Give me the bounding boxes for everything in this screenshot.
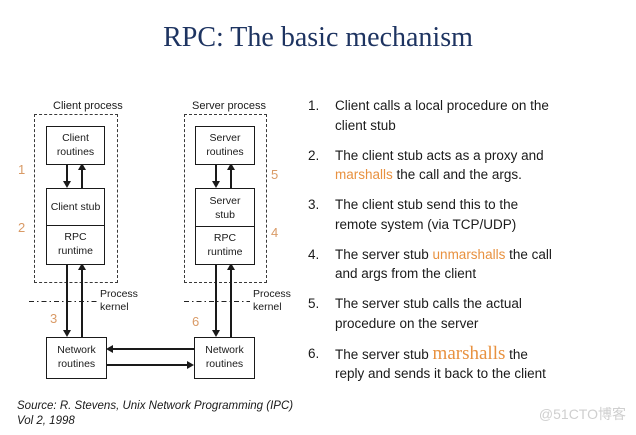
step-text-pre: The server stub calls the actual procedu… [335,296,522,331]
step-text: Client calls a local procedure on the cl… [335,96,608,135]
step-number: 5. [308,296,320,311]
client-stub-box: Client stub [46,188,105,228]
arrowhead-down-icon [212,330,220,337]
page-title: RPC: The basic mechanism [163,22,473,53]
steps-list: 1. Client calls a local procedure on the… [308,96,608,394]
arrowhead-left-icon [106,345,113,353]
server-stub-box: Server stub [195,188,255,229]
step-text: The client stub acts as a proxy and mars… [335,146,608,185]
network-routines-right-box: Network routines [194,337,255,379]
step-marker-3: 3 [50,311,58,326]
step-number: 2. [308,147,320,163]
arrowhead-up-icon [78,163,86,170]
arrow-client-send-line [66,263,68,331]
client-process-label: Client process [51,100,125,112]
arrow-server-dispatch-line [215,164,217,182]
arrow-network-request-line [106,364,188,366]
step-text-post: the call and the args. [392,167,522,182]
arrow-network-reply-line [112,348,194,350]
step-number: 4. [308,246,320,262]
server-routines-box: Server routines [195,126,255,165]
source-line-1: Source: R. Stevens, Unix Network Program… [17,400,294,412]
step-text: The server stub calls the actual procedu… [335,294,608,333]
server-process-boundary [184,114,267,283]
arrowhead-down-icon [63,181,71,188]
arrowhead-down-icon [63,330,71,337]
step-text-pre: Client calls a local procedure on the cl… [335,98,549,133]
source-line-2: Vol 2, 1998 [17,414,75,427]
step-text-highlight: unmarshalls [432,246,506,262]
step-text-highlight: marshalls [432,342,506,364]
arrowhead-up-icon [227,163,235,170]
step-marker-2: 2 [18,220,26,235]
arrow-server-send-line [215,263,217,331]
process-kernel-label-right: Process kernel [253,288,291,313]
client-rpc-runtime-box: RPC runtime [46,225,105,265]
process-kernel-divider-left [29,301,97,303]
step-text-pre: The server stub [335,246,433,262]
arrowhead-right-icon [187,361,194,369]
step-text-post: the call and args from the client [335,246,552,282]
step-number: 6. [308,345,320,361]
process-kernel-divider-right [184,301,250,303]
step-item-5: 5. The server stub calls the actual proc… [308,294,608,333]
step-text-pre: The client stub acts as a proxy and [335,147,544,163]
client-routines-box: Client routines [46,126,105,165]
step-item-1: 1. Client calls a local procedure on the… [308,96,608,135]
step-marker-4: 4 [271,225,279,240]
arrow-client-call-line [66,164,68,182]
source-citation: Source: R. Stevens, Unix Network Program… [17,399,293,428]
step-item-2: 2. The client stub acts as a proxy and m… [308,146,608,185]
arrowhead-up-icon [78,263,86,270]
step-text: The server stub unmarshalls the call and… [335,245,608,284]
network-routines-left-box: Network routines [46,337,107,379]
arrow-client-receive-line [81,269,83,337]
process-kernel-label-left: Process kernel [100,288,138,313]
step-marker-6: 6 [192,314,200,329]
step-text: The client stub send this to the remote … [335,195,608,234]
arrow-server-receive-line [230,269,232,337]
watermark-51cto: @51CTO博客 [538,406,626,422]
step-text-post: the reply and sends it back to the clien… [335,346,546,382]
step-marker-1: 1 [18,162,26,177]
server-process-label: Server process [190,100,268,112]
step-number: 3. [308,197,320,212]
arrowhead-up-icon [227,263,235,270]
step-text: The server stub marshalls the reply and … [335,342,608,384]
arrow-server-return-line [230,170,232,188]
step-item-3: 3. The client stub send this to the remo… [308,195,608,234]
step-item-6: 6. The server stub marshalls the reply a… [308,342,608,384]
step-marker-5: 5 [271,167,279,182]
step-text-pre: The client stub send this to the remote … [335,197,519,232]
server-rpc-runtime-box: RPC runtime [195,226,255,265]
step-item-4: 4. The server stub unmarshalls the call … [308,245,608,284]
step-number: 1. [308,98,320,113]
arrow-client-return-line [81,170,83,188]
arrowhead-down-icon [212,181,220,188]
step-text-highlight: marshalls [335,167,393,182]
client-process-boundary [34,114,118,283]
step-text-pre: The server stub [335,346,433,362]
